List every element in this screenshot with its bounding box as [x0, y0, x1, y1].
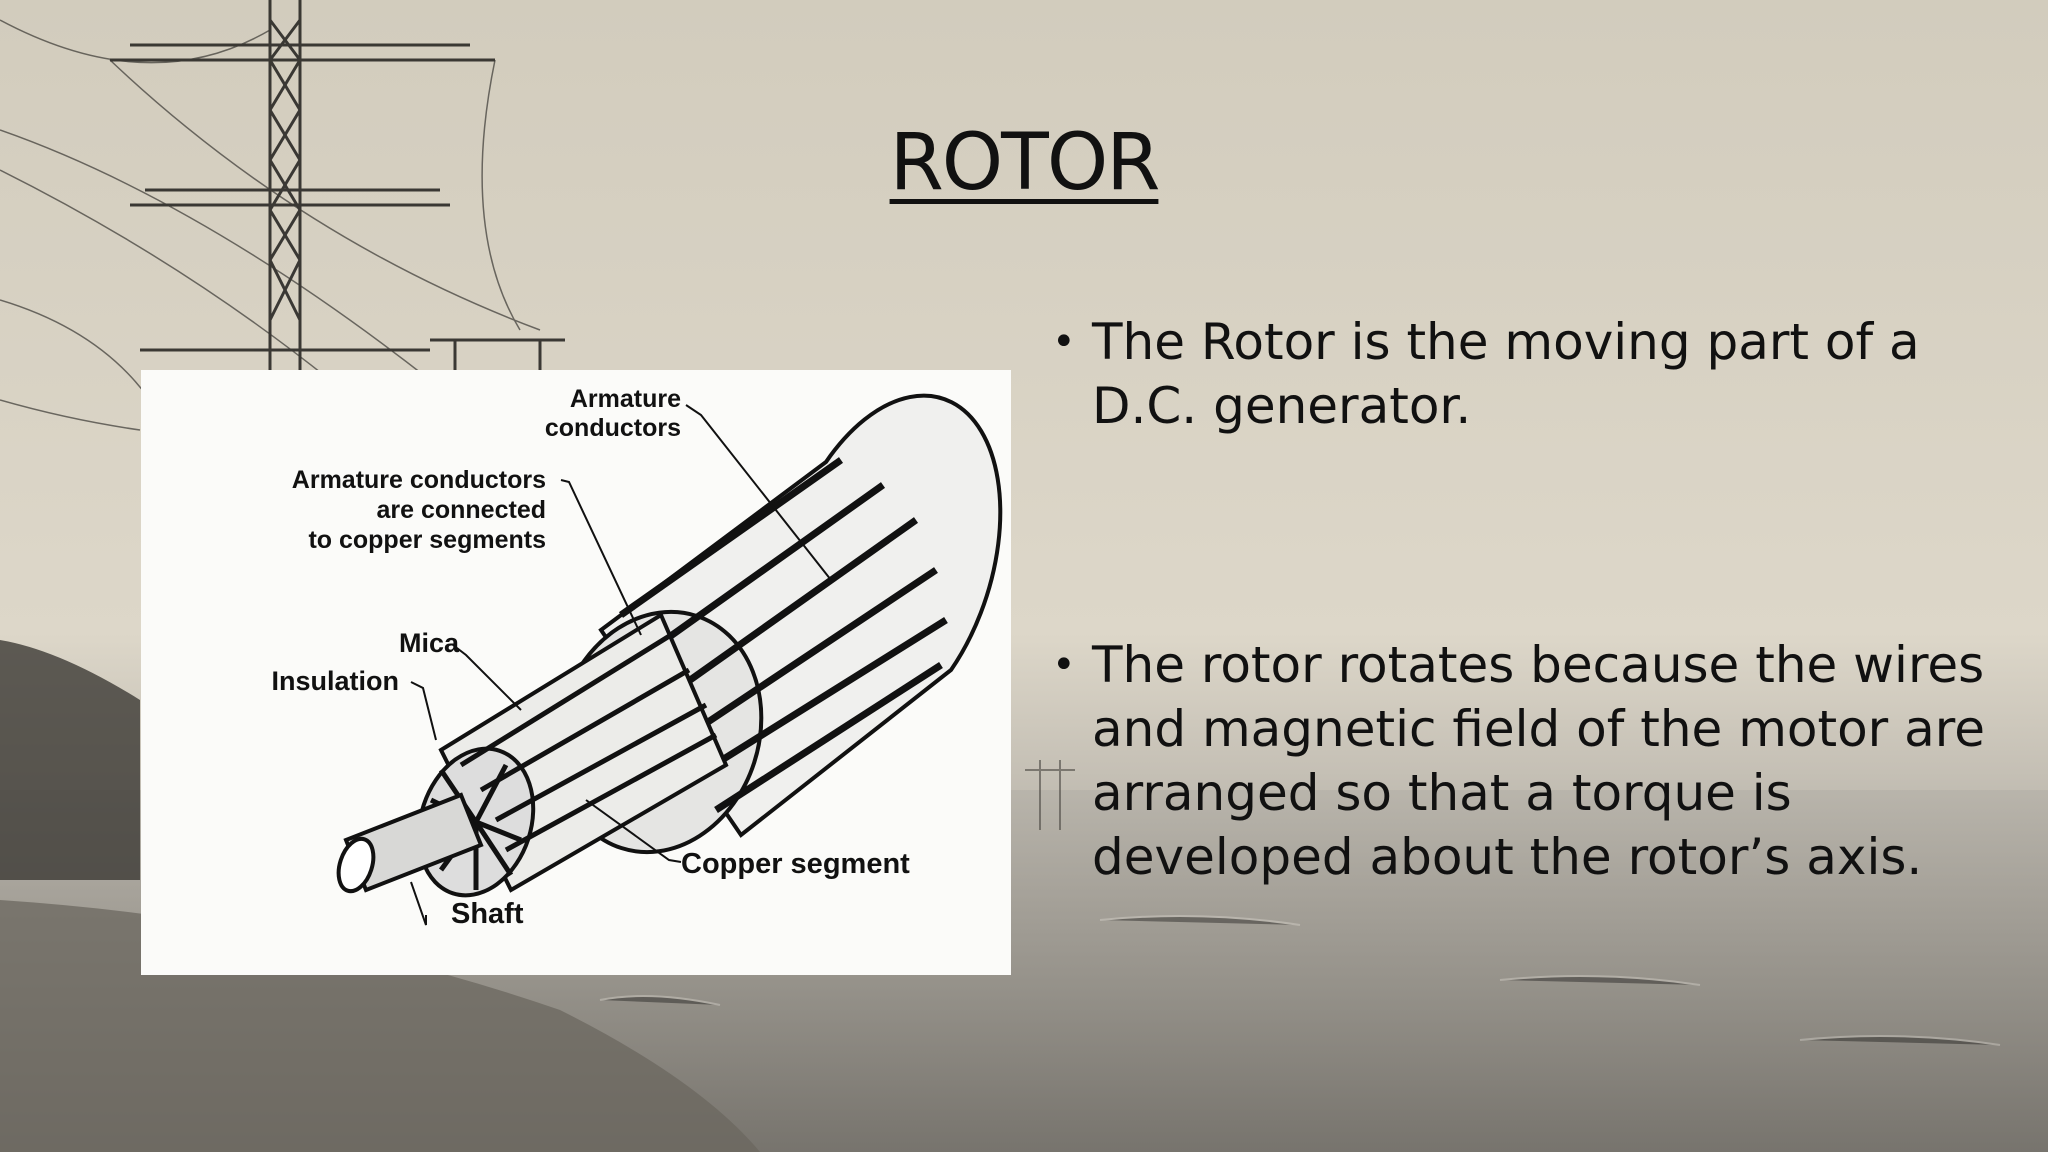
label-mica: Mica — [399, 628, 460, 658]
bullet-text: The Rotor is the moving part of a D.C. g… — [1092, 313, 1920, 435]
slide-title: ROTOR — [0, 118, 2048, 208]
bullet-glyph: • — [1052, 319, 1076, 365]
label-copper-segment: Copper segment — [681, 848, 910, 880]
label-connected-line2: are connected — [376, 496, 546, 524]
label-armature-line1: Armature — [570, 385, 681, 413]
rotor-diagram: Armature conductors Armature conductors … — [141, 370, 1011, 975]
armature-slots — [618, 457, 948, 813]
bullet-item: • The rotor rotates because the wires an… — [1052, 633, 2012, 889]
bullet-item: • The Rotor is the moving part of a D.C.… — [1052, 310, 2012, 438]
slide-title-text: ROTOR — [889, 118, 1161, 208]
rotor-diagram-svg: Armature conductors Armature conductors … — [272, 385, 1003, 930]
label-insulation: Insulation — [272, 666, 400, 696]
copper-segments — [459, 632, 718, 853]
bullet-text: The rotor rotates because the wires and … — [1092, 636, 1985, 886]
label-connected-line3: to copper segments — [308, 526, 546, 554]
bullet-glyph: • — [1052, 642, 1076, 688]
shaft-end — [336, 836, 376, 894]
label-shaft: Shaft — [451, 898, 524, 930]
leader-lines — [410, 404, 832, 926]
label-connected-line1: Armature conductors — [292, 466, 546, 494]
label-armature-line2: conductors — [545, 414, 681, 442]
